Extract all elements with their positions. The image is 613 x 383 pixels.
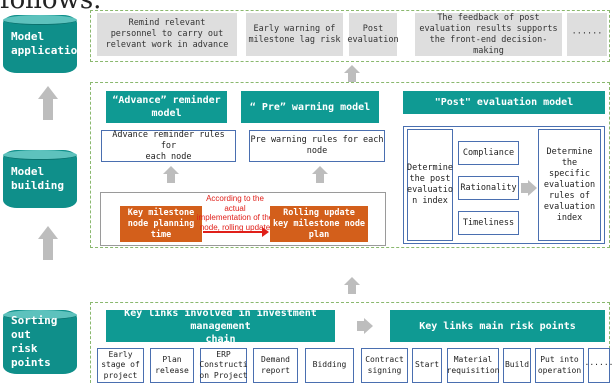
right-arrow-icon — [528, 180, 537, 196]
post-evaluation-index-box: Determine the post evaluatio n index — [407, 129, 453, 241]
stage-build: Build — [503, 348, 531, 383]
key-links-risk-points-title: Key links main risk points — [390, 310, 605, 342]
pre-warning-rules: Pre warning rules for each node — [249, 130, 385, 162]
red-arrow-head-icon — [262, 227, 269, 237]
model-building-frame — [90, 82, 610, 248]
stage-early-stage: Early stage of project — [97, 348, 144, 383]
rolling-update-note: According to the actual implementation o… — [196, 194, 274, 232]
up-arrow-icon — [344, 65, 360, 82]
layer-label: Sorting out risk points — [11, 314, 58, 369]
up-arrow-icon — [312, 166, 328, 183]
partial-caption-text: follows. — [0, 0, 102, 15]
post-evaluation-panel — [403, 126, 605, 244]
application-box-feedback: The feedback of post evaluation results … — [415, 13, 562, 56]
application-row-frame — [90, 10, 610, 62]
stage-start: Start — [412, 348, 442, 383]
stage-more: ······ — [585, 348, 613, 383]
layer-label: Model application — [11, 30, 84, 57]
post-evaluation-model-title: "Post" evaluation model — [403, 91, 605, 114]
advance-reminder-rules: Advance reminder rules for each node — [101, 130, 236, 162]
application-box-remind: Remind relevant personnel to carry out r… — [97, 13, 237, 56]
application-box-more: ······ — [567, 13, 607, 56]
stage-material-requisition: Material requisition — [447, 348, 500, 383]
up-arrow-icon — [163, 166, 179, 183]
layer-label: Model building — [11, 165, 64, 192]
up-arrow-icon — [344, 277, 360, 294]
up-arrow-icon — [38, 226, 58, 260]
key-milestone-node-box: Key milestone node planning time — [120, 206, 202, 242]
up-arrow-icon — [38, 86, 58, 120]
post-evaluation-rules-box: Determine the specific evaluation rules … — [538, 129, 601, 241]
stage-plan-release: Plan release — [150, 348, 194, 383]
application-box-early-warning: Early warning of milestone lag risk — [246, 13, 343, 56]
layer-sorting-risk-points: Sorting out risk points — [3, 310, 77, 374]
stage-erp-construction: ERP Constructi on Project — [199, 348, 248, 383]
rolling-update-plan-box: Rolling update key milestone node plan — [270, 206, 368, 242]
advance-reminder-model-title: “Advance” reminder model — [106, 91, 227, 123]
right-arrow-icon — [364, 318, 373, 334]
right-arrow-stem — [521, 183, 529, 193]
stage-put-into-operation: Put into operation — [535, 348, 584, 383]
stage-contract-signing: Contract signing — [361, 348, 408, 383]
right-arrow-stem — [357, 321, 365, 331]
sorting-row-frame — [90, 302, 610, 383]
layer-model-building: Model building — [3, 150, 77, 208]
red-arrow-line — [203, 231, 263, 233]
pre-warning-model-title: “ Pre” warning model — [241, 91, 379, 123]
criterion-timeliness: Timeliness — [458, 211, 519, 235]
criterion-rationality: Rationality — [458, 176, 519, 200]
milestone-panel — [100, 192, 386, 246]
application-box-post-evaluation: Post evaluation — [347, 13, 399, 56]
layer-model-application: Model application — [3, 15, 84, 73]
criterion-compliance: Compliance — [458, 141, 519, 165]
key-links-title: Key links involved in investment managem… — [106, 308, 335, 345]
stage-demand-report: Demand report — [253, 348, 298, 383]
stage-bidding: Bidding — [305, 348, 354, 383]
